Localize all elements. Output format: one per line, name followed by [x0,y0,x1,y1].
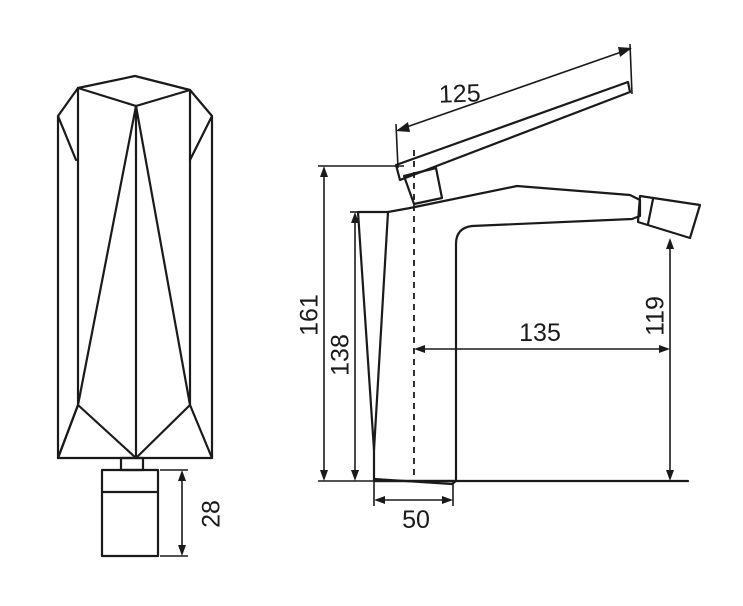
front-stem [119,456,145,472]
dim-161-label: 161 [296,294,324,336]
dim-125-arrow-left [396,122,410,132]
side-outlet-nozzle [636,194,702,240]
dim-135-arrow-left [414,345,425,353]
front-left-facet [56,86,80,460]
dim-135-arrow-right [659,345,670,353]
front-cylinder [100,468,160,558]
side-lever [394,80,632,182]
dim-125-label: 125 [438,79,481,108]
front-lower-left-facet [56,403,80,460]
dim-138-label: 138 [327,334,355,376]
dim-138-arrow-top [351,212,359,223]
front-left-diagonal [56,114,78,162]
front-view: 28 [56,74,226,558]
front-top-facet [76,86,192,108]
dim-119-label: 119 [642,296,670,336]
dim-28-arrow-bottom [178,545,186,556]
side-body [356,184,642,483]
front-left-triangle [76,104,138,460]
dim-28-label: 28 [198,500,226,528]
dim-138-arrow-bottom [351,470,359,481]
dim-161-arrow-bottom [320,470,328,481]
side-lever-neck [402,166,444,206]
dim-28-arrow-top [178,470,186,481]
dim-135-label: 135 [519,319,561,347]
dim-50-arrow-right [442,496,453,504]
front-right-facet [188,88,214,460]
dim-125-ext-right [629,43,633,95]
front-right-triangle [134,104,192,460]
side-outlet-joint [646,197,655,226]
dim-125-ext-left [395,123,399,169]
side-view: 125 161 138 135 119 50 [296,43,702,534]
dim-161-arrow-top [320,166,328,177]
front-right-diagonal [188,114,214,162]
dim-119-arrow-top [666,238,674,249]
dim-125-line [397,48,631,131]
dim-119-arrow-bottom [666,470,674,481]
dim-50-arrow-left [374,496,385,504]
dim-125-arrow-right [618,47,632,57]
dim-50-label: 50 [402,506,430,534]
side-base-wedge [372,477,458,486]
side-body-inner-edge [372,210,390,452]
